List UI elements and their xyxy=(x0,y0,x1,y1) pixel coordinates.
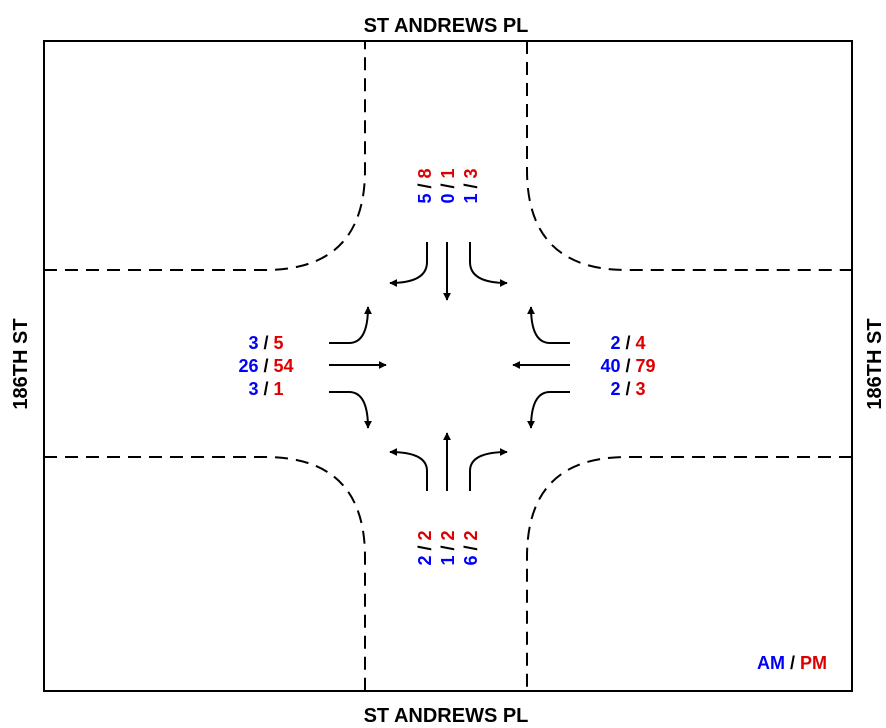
east-approach-volumes: 2 / 4 40 / 79 2 / 3 xyxy=(600,333,655,399)
legend-pm-label: PM xyxy=(800,653,827,673)
west-left-turn-arrow xyxy=(329,306,372,344)
south-right-volume: 6 / 2 xyxy=(461,530,481,565)
east-left-volume: 2 / 3 xyxy=(610,379,645,399)
east-through-volume: 40 / 79 xyxy=(600,356,655,376)
west-right-volume: 3 / 1 xyxy=(248,379,283,399)
north-left-turn-arrow xyxy=(469,242,508,287)
south-left-turn-arrow xyxy=(389,448,428,491)
east-right-volume: 2 / 4 xyxy=(610,333,645,353)
north-through-volume: 0 / 1 xyxy=(438,168,458,203)
road-edge-sw xyxy=(44,456,366,691)
street-name-bottom: ST ANDREWS PL xyxy=(364,705,529,727)
north-approach-arrows xyxy=(389,242,508,301)
south-right-turn-arrow xyxy=(469,448,508,491)
south-approach-volumes: 2 / 2 1 / 2 6 / 2 xyxy=(415,530,481,565)
north-approach-volumes: 5 / 8 0 / 1 1 / 3 xyxy=(415,168,481,203)
east-left-turn-arrow xyxy=(527,391,570,429)
east-approach-arrows xyxy=(512,306,570,429)
west-approach-volumes: 3 / 5 26 / 54 3 / 1 xyxy=(238,333,293,399)
street-name-right: 186TH ST xyxy=(864,318,886,409)
road-edges xyxy=(44,41,852,691)
road-edge-se xyxy=(526,456,852,691)
west-right-turn-arrow xyxy=(329,391,372,429)
legend-am-label: AM xyxy=(757,653,785,673)
south-left-volume: 2 / 2 xyxy=(415,530,435,565)
am-pm-legend: AM / PM xyxy=(757,653,827,673)
east-right-turn-arrow xyxy=(527,306,570,344)
street-name-top: ST ANDREWS PL xyxy=(364,15,529,37)
road-edge-nw xyxy=(44,41,366,271)
legend-separator: / xyxy=(790,653,795,673)
west-left-volume: 3 / 5 xyxy=(248,333,283,353)
north-right-volume: 5 / 8 xyxy=(415,168,435,203)
south-approach-arrows xyxy=(389,432,508,491)
north-right-turn-arrow xyxy=(389,242,428,287)
street-name-left: 186TH ST xyxy=(10,318,32,409)
west-approach-arrows xyxy=(329,306,387,429)
road-edge-ne xyxy=(526,41,852,271)
west-through-volume: 26 / 54 xyxy=(238,356,293,376)
north-left-volume: 1 / 3 xyxy=(461,168,481,203)
south-through-volume: 1 / 2 xyxy=(438,530,458,565)
diagram-frame xyxy=(43,40,853,692)
